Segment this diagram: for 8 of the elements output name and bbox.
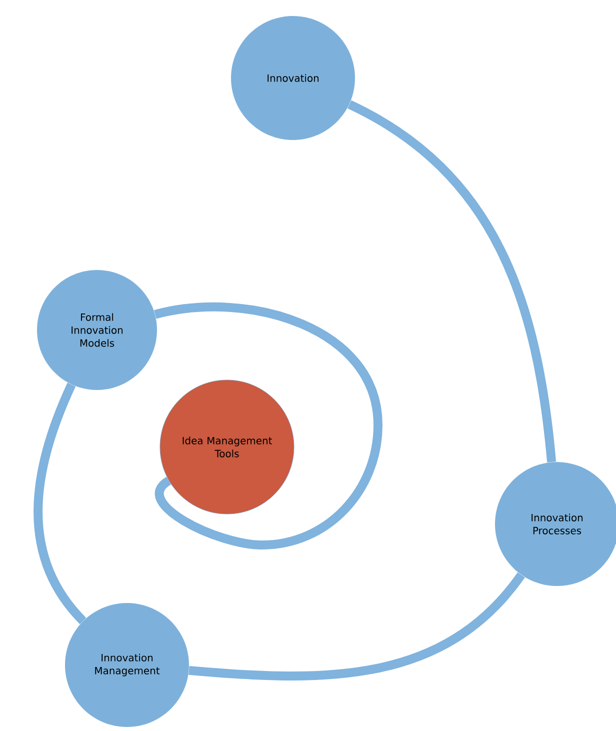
circle-node: Innovation bbox=[231, 16, 355, 140]
connector-arc bbox=[154, 302, 382, 550]
connector-arc bbox=[347, 100, 556, 463]
connector-arc bbox=[188, 572, 525, 680]
circle-node: Formal Innovation Models bbox=[37, 270, 157, 390]
circle-node: Idea Management Tools bbox=[160, 380, 294, 514]
circle-node: Innovation Management bbox=[65, 603, 189, 727]
connector-arc bbox=[34, 382, 86, 624]
